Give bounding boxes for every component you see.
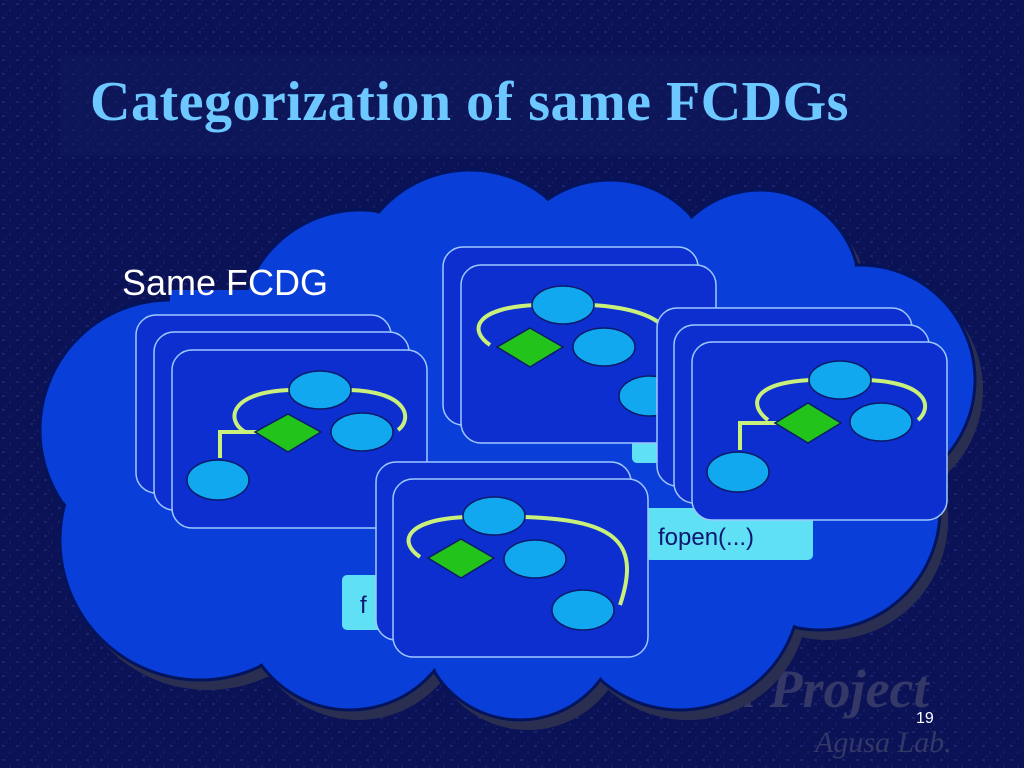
node-circle [808, 360, 872, 400]
node-circle [531, 285, 595, 325]
same-fcdg-label: Same FCDG [122, 262, 329, 303]
node-circle [551, 589, 615, 631]
node-circle [572, 327, 636, 367]
node-diamond [253, 413, 323, 453]
card-stack-bottom [375, 461, 649, 658]
fcdg-graph-bottom [406, 496, 629, 631]
node-circle [706, 451, 770, 493]
fcdg-graph-left [186, 370, 408, 501]
node-circle [288, 370, 352, 410]
node-circle [503, 539, 567, 579]
node-circle [462, 496, 526, 536]
fopen-partial-label: f [360, 592, 367, 619]
fopen-label: fopen(...) [658, 524, 754, 551]
card-stack-left [135, 314, 428, 529]
fcdg-graph-right [706, 360, 927, 493]
card-stack-right [656, 307, 948, 521]
slide-title: Categorization of same FCDGs [90, 71, 849, 133]
node-diamond [426, 538, 496, 579]
node-circle [849, 402, 913, 442]
watermark-line2: Agusa Lab. [813, 726, 952, 759]
page-number: 19 [916, 710, 934, 727]
node-diamond [773, 402, 843, 444]
node-circle [186, 459, 250, 501]
node-circle [330, 412, 394, 452]
label-box-fopen: fopen(...) [645, 508, 813, 560]
node-diamond [495, 327, 565, 368]
card-stack-top [442, 246, 717, 444]
